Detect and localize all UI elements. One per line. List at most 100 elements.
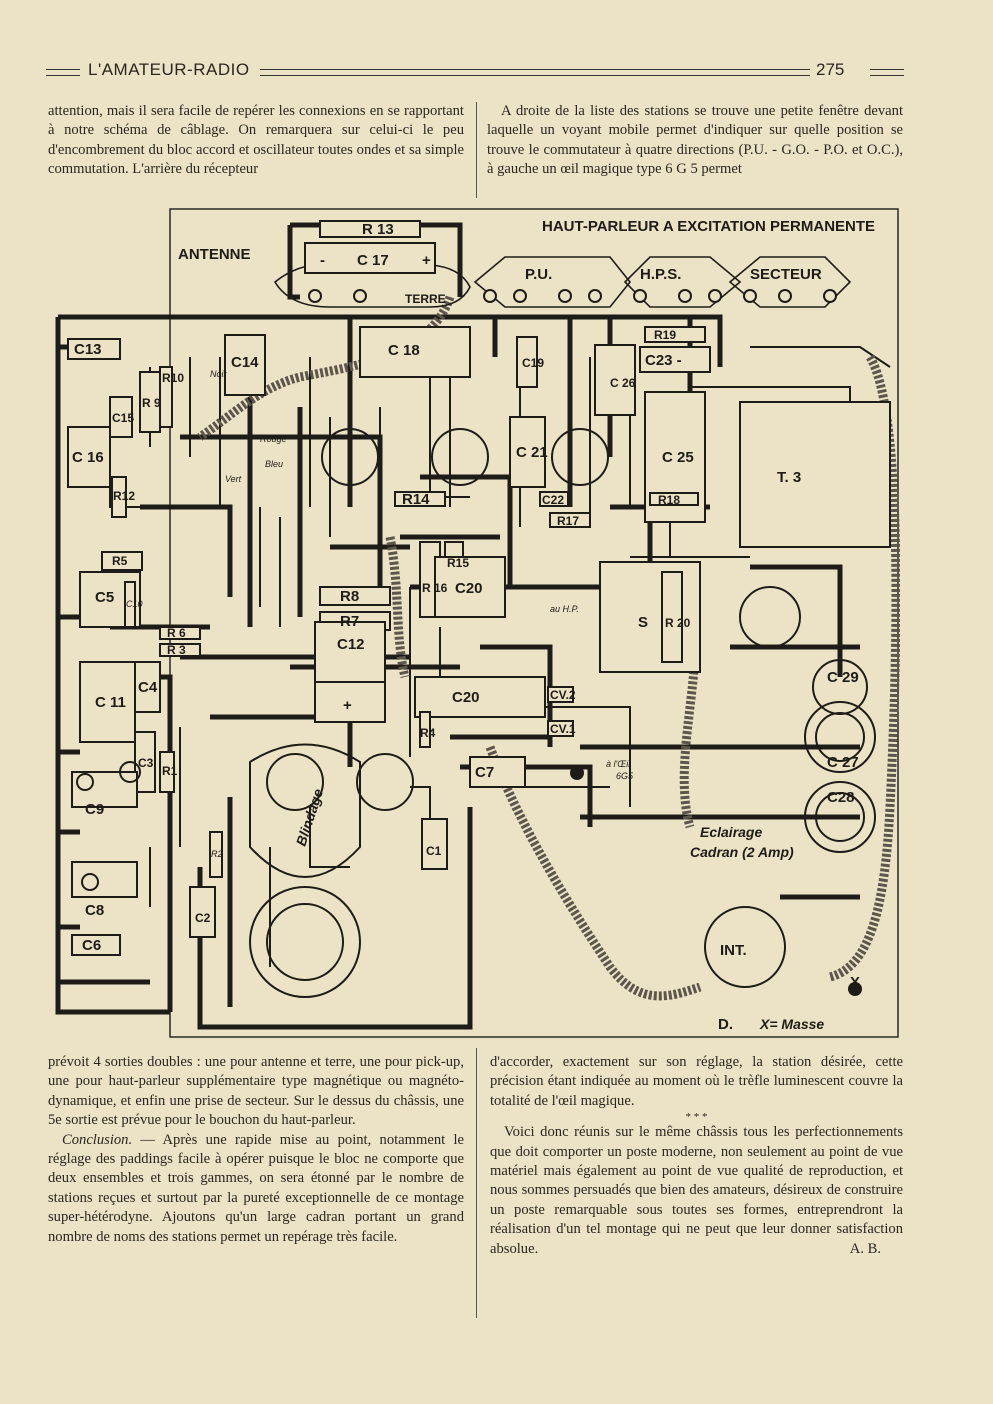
label-antenne: ANTENNE: [178, 246, 251, 263]
label-r1: R1: [162, 764, 178, 778]
label-r5: R5: [112, 554, 128, 568]
components: [67, 220, 891, 956]
wiring-diagram: HAUT-PARLEUR A EXCITATION PERMANENTE ANT…: [50, 207, 900, 1042]
page-number: 275: [816, 60, 845, 79]
running-header: L'AMATEUR-RADIO 275: [46, 58, 904, 84]
label-noir: Noir: [210, 369, 228, 379]
label-c13: C13: [74, 341, 102, 358]
label-plus: +: [343, 697, 352, 714]
label-6g5: 6G5: [616, 771, 634, 781]
section-stars: * * *: [685, 1111, 708, 1124]
label-r15: R15: [447, 556, 469, 570]
paragraph: attention, mais il sera facile de repére…: [48, 103, 464, 178]
label-masse: X= Masse: [759, 1016, 824, 1032]
label-vert: Vert: [225, 474, 242, 484]
paragraph: prévoit 4 sorties doubles : une pour ant…: [48, 1054, 464, 1129]
text-column-bottom-right: d'accorder, exactement sur son réglage, …: [490, 1053, 903, 1259]
column-divider-bottom: [476, 1048, 477, 1318]
text-column-top-left: attention, mais il sera facile de repére…: [48, 102, 464, 198]
label-s: S: [638, 614, 648, 631]
label-r6: R 6: [167, 626, 186, 640]
label-d: D.: [718, 1016, 733, 1033]
paragraph: d'accorder, exactement sur son réglage, …: [490, 1054, 903, 1109]
label-c17-plus: +: [422, 252, 431, 269]
label-c29: C 29: [827, 669, 859, 686]
label-hps: H.P.S.: [640, 266, 681, 283]
paragraph: Voici donc réunis sur le même châssis to…: [490, 1124, 903, 1257]
label-r10: R10: [162, 371, 184, 385]
label-rouge: Rouge: [260, 434, 287, 444]
label-r18: R18: [658, 493, 680, 507]
label-terre: TERRE: [405, 292, 446, 306]
tube-sockets: [76, 428, 876, 998]
diagram-title: HAUT-PARLEUR A EXCITATION PERMANENTE: [542, 218, 875, 235]
label-c5: C5: [95, 589, 114, 606]
label-c14: C14: [231, 354, 259, 371]
label-a-loeil: à l'Œil: [606, 759, 631, 769]
label-c17-minus: -: [320, 252, 325, 269]
label-c27: C 27: [827, 754, 859, 771]
label-r2: R2: [211, 849, 223, 859]
label-int: INT.: [720, 942, 747, 959]
ground-points: [570, 766, 862, 996]
label-c16: C 16: [72, 449, 104, 466]
conclusion-label: Conclusion.: [62, 1131, 133, 1148]
label-cv1: CV.1: [550, 722, 576, 736]
label-c23: C23 -: [645, 352, 682, 369]
label-c1: C1: [426, 844, 442, 858]
label-t3: T. 3: [777, 469, 801, 486]
label-au-hp: au H.P.: [550, 604, 579, 614]
label-r12: R12: [113, 489, 135, 503]
label-c21: C 21: [516, 444, 548, 461]
label-c28: C28: [827, 789, 855, 806]
text-column-bottom-left: prévoit 4 sorties doubles : une pour ant…: [48, 1053, 464, 1247]
label-c6: C6: [82, 937, 101, 954]
label-secteur: SECTEUR: [750, 266, 822, 283]
label-cadran: Cadran (2 Amp): [690, 844, 794, 860]
label-c12: C12: [337, 636, 365, 653]
label-r13: R 13: [362, 221, 394, 238]
label-c3: C3: [138, 756, 154, 770]
paragraph: A droite de la liste des stations se tro…: [487, 103, 903, 178]
label-c11: C 11: [95, 694, 126, 711]
label-cv2: CV.2: [550, 688, 576, 702]
label-r7: R7: [340, 613, 359, 630]
label-r17: R17: [557, 514, 579, 528]
label-c7: C7: [475, 764, 494, 781]
label-r14: R14: [402, 491, 430, 508]
label-c25: C 25: [662, 449, 694, 466]
label-c4: C4: [138, 679, 158, 696]
label-c2: C2: [195, 911, 211, 925]
label-x: X: [850, 974, 860, 991]
label-c8: C8: [85, 902, 104, 919]
label-bleu: Bleu: [265, 459, 283, 469]
label-c20-bottom: C20: [452, 689, 480, 706]
label-c20-top: C20: [455, 580, 483, 597]
header-rule-left: [46, 69, 80, 76]
label-c9: C9: [85, 801, 104, 818]
label-r3: R 3: [167, 643, 186, 657]
label-r16: R 16: [422, 581, 448, 595]
diagram-frame: [169, 208, 899, 1038]
signature: A. B.: [849, 1241, 881, 1258]
label-eclairage: Eclairage: [700, 824, 762, 840]
label-r19: R19: [654, 328, 676, 342]
text-column-top-right: A droite de la liste des stations se tro…: [487, 102, 903, 198]
terminal-screws: [308, 289, 837, 303]
header-rule-right: [870, 69, 904, 76]
label-pu: P.U.: [525, 266, 552, 283]
label-c17: C 17: [357, 252, 389, 269]
magazine-title: L'AMATEUR-RADIO: [88, 60, 250, 79]
label-blindage: Blindage: [293, 787, 327, 848]
label-c19: C19: [522, 356, 544, 370]
label-c15: C15: [112, 411, 134, 425]
paragraph-conclusion: Conclusion. — Après une rapide mise au p…: [48, 1131, 464, 1247]
label-r9: R 9: [142, 396, 161, 410]
label-c26: C 26: [610, 376, 636, 390]
header-rule-middle: [260, 69, 810, 76]
label-r8: R8: [340, 588, 359, 605]
conclusion-text: — Après une rapide mise au point, notamm…: [48, 1131, 464, 1245]
column-divider-top: [476, 102, 477, 198]
label-r20: R 20: [665, 616, 691, 630]
